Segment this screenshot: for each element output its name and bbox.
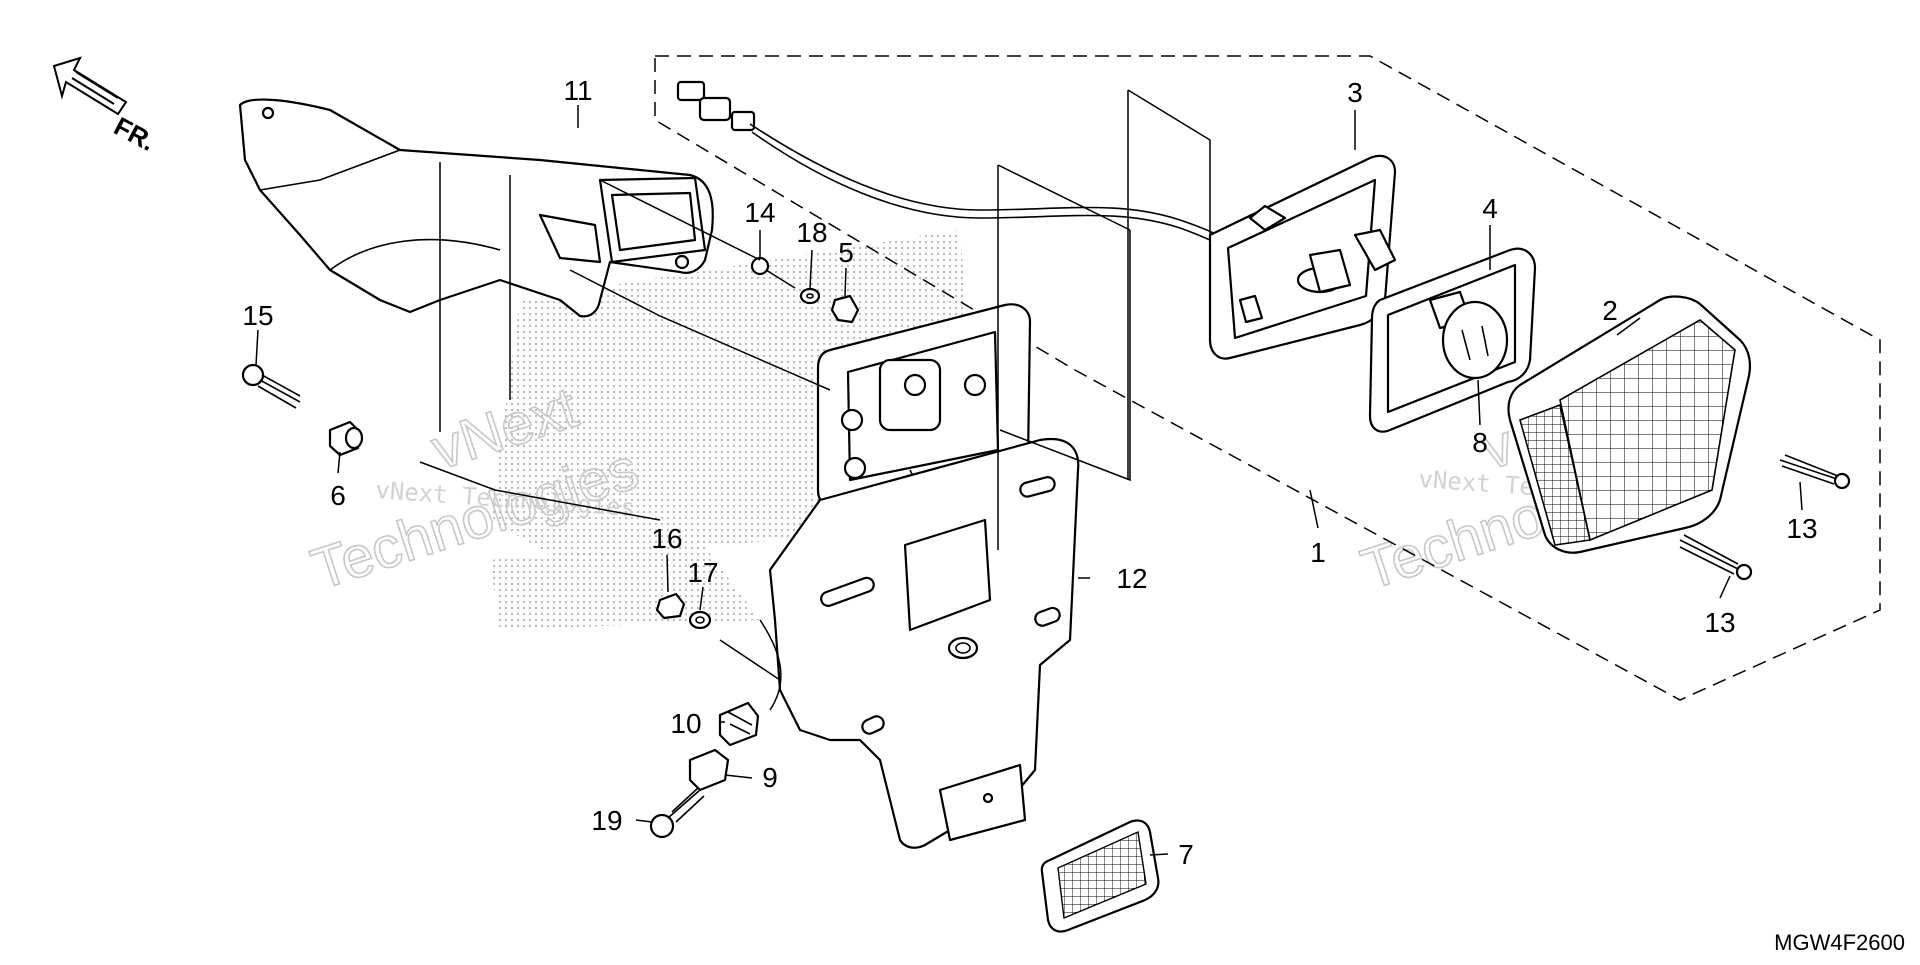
lens-part-2 — [1507, 295, 1751, 554]
grommet-part-10 — [718, 701, 760, 747]
front-direction-arrow-icon: FR. — [52, 56, 160, 157]
callout-5: 5 — [838, 237, 854, 268]
callout-17: 17 — [687, 557, 718, 588]
callout-8: 8 — [1472, 427, 1488, 458]
collar-part-6 — [328, 420, 364, 457]
callout-9: 9 — [762, 762, 778, 793]
reflector-part-7 — [1040, 819, 1160, 933]
callout-7: 7 — [1178, 839, 1194, 870]
callout-1: 1 — [1310, 537, 1326, 568]
collar-part-9 — [688, 748, 730, 792]
wire-harness — [676, 80, 1246, 259]
callout-4: 4 — [1482, 193, 1498, 224]
callout-labels: 11 15 6 14 18 5 16 17 12 3 4 2 8 1 13 13… — [242, 75, 1817, 870]
callout-2: 2 — [1602, 295, 1618, 326]
callout-19: 19 — [591, 805, 622, 836]
leader-lines — [255, 105, 1803, 856]
washer-part-18 — [799, 287, 821, 305]
diagram-code: MGW4F2600 — [1774, 930, 1905, 955]
socket-base-part-3 — [1208, 154, 1397, 360]
callout-15: 15 — [242, 300, 273, 331]
washer-part-17 — [688, 610, 712, 630]
callout-10: 10 — [670, 708, 701, 739]
callout-11: 12 — [1116, 563, 1147, 594]
bolt-part-19 — [649, 787, 705, 839]
screw-part-13-upper — [1779, 454, 1851, 490]
screw-part-13-lower — [1679, 534, 1753, 581]
callout-16: 16 — [651, 523, 682, 554]
bolt-part-15 — [241, 363, 301, 409]
nut-part-16 — [655, 592, 686, 620]
assembly-outline — [654, 55, 1881, 701]
callout-14: 14 — [744, 197, 775, 228]
callout-6: 6 — [330, 480, 346, 511]
callout-18: 18 — [796, 217, 827, 248]
callout-13-upper: 13 — [1786, 513, 1817, 544]
callout-13-lower: 13 — [1704, 607, 1735, 638]
nut-part-5 — [830, 294, 860, 324]
rear-cover-part-12 — [238, 98, 714, 318]
direction-label: FR. — [109, 111, 160, 157]
callout-3: 3 — [1347, 77, 1363, 108]
bracket-part-11 — [768, 437, 1080, 849]
callout-12: 11 — [563, 75, 592, 106]
bulb-part-8 — [1428, 290, 1509, 380]
bolt-part-14 — [750, 256, 796, 289]
construction-lines — [419, 89, 1211, 711]
